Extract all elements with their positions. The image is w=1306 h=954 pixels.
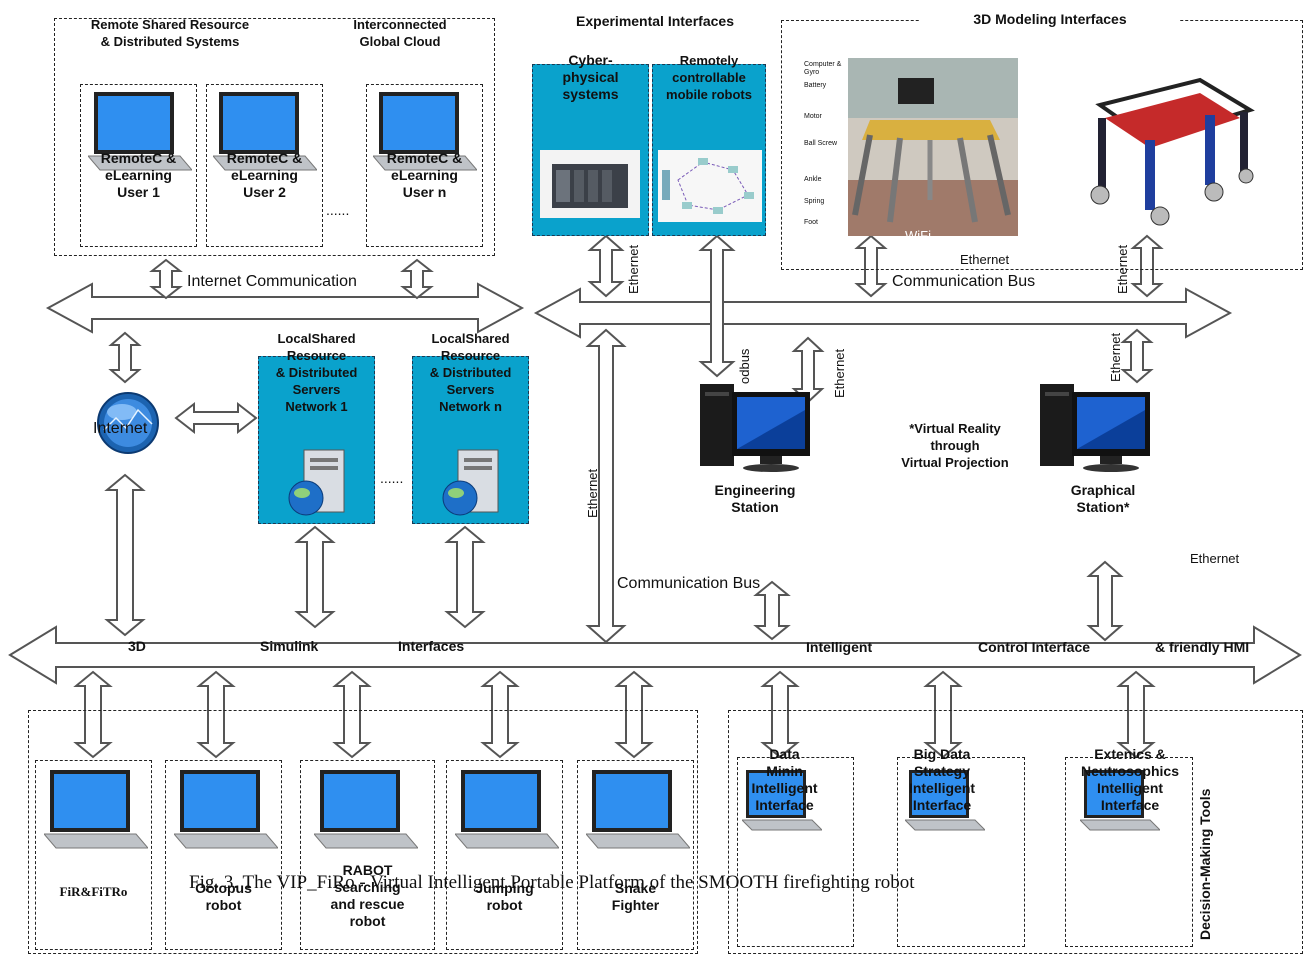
- tool-label-extenics: Extenics & Neutrosophics Intelligent Int…: [1080, 746, 1179, 813]
- server-icon: [440, 448, 506, 523]
- communication-bus-top-label: Communication Bus: [892, 273, 1036, 290]
- servers-ellipsis: ......: [380, 470, 404, 486]
- laptop-icon: [584, 768, 692, 859]
- robot-label-firfitro: FiR&FiTRo: [59, 884, 128, 899]
- internet-communication-bus: [45, 282, 525, 334]
- remote-user-n-label: RemoteC & eLearning User n: [386, 150, 463, 200]
- ethernet-label: Ethernet: [626, 244, 641, 294]
- hexapod-robot-photo: [848, 58, 1018, 236]
- remote-shared-resource-title: Remote Shared Resource & Distributed Sys…: [90, 17, 250, 49]
- wifi-label: WiFi: [905, 228, 931, 243]
- ethernet-label: Ethernet: [585, 468, 600, 518]
- tool-box: [1065, 757, 1193, 947]
- remote-user-2-label: RemoteC & eLearning User 2: [226, 150, 303, 200]
- robot-part-label: Spring: [804, 198, 825, 205]
- 3d-modeling-box: [781, 20, 1303, 270]
- tool-box: [897, 757, 1025, 947]
- tool-label-big-data: Big Data Strategy Intelligent Interface: [908, 746, 976, 813]
- 3d-modeling-title: 3D Modeling Interfaces: [920, 11, 1180, 28]
- robot-part-label: Motor: [804, 113, 822, 120]
- tool-box: [737, 757, 854, 947]
- engineering-computer-icon: [700, 384, 810, 472]
- laptop-icon: [453, 768, 561, 859]
- remote-user-2-box: [206, 84, 323, 247]
- laptop-icon: [42, 768, 150, 859]
- hmi-bus: [8, 625, 1302, 685]
- robot-label-snake: Snake Fighter: [611, 880, 660, 913]
- internet-label: Internet: [93, 420, 148, 437]
- ethernet-label: Ethernet: [960, 252, 1010, 267]
- ethernet-label: Ethernet: [1115, 244, 1130, 294]
- robot-label-jumping: Jumping robot: [475, 880, 534, 913]
- server-icon: [286, 448, 352, 523]
- robot-label-rabot: RABOT searching and rescue robot: [330, 862, 405, 929]
- vertical-arrows: [73, 234, 1164, 759]
- communication-bus-top: [533, 287, 1233, 339]
- robot-part-label: Battery: [804, 82, 827, 89]
- hmi-bus-label: Intelligent: [806, 639, 873, 655]
- communication-bus-mid-label: Communication Bus: [617, 575, 761, 592]
- cad-robot-model: [1090, 77, 1255, 226]
- figure-caption: Fig. 3. The VIP_FiRo - Virtual Intellige…: [189, 872, 915, 893]
- robot-part-label: Ball Screw: [804, 140, 838, 147]
- internet-communication-label: Internet Communication: [187, 273, 357, 290]
- remote-user-n-box: [366, 84, 483, 247]
- remote-users-ellipsis: ......: [326, 202, 350, 218]
- plc-image: [540, 150, 640, 218]
- remote-user-1-label: RemoteC & eLearning User 1: [100, 150, 177, 200]
- robot-part-label: Ankle: [804, 176, 822, 183]
- graphical-station-label: Graphical Station*: [1070, 482, 1136, 515]
- mobile-robots-label: Remotely controllable mobile robots: [666, 53, 752, 102]
- robot-part-label: Computer & Gyro: [804, 61, 842, 76]
- local-server-n-label: LocalShared Resource & Distributed Serve…: [429, 331, 512, 414]
- cyber-physical-label: Cyber- physical systems: [562, 52, 619, 102]
- laptop-icon: [211, 90, 319, 191]
- local-server-n-box: [412, 356, 529, 524]
- hmi-bus-label: Control Interface: [978, 639, 1091, 655]
- hmi-bus-label: Simulink: [260, 638, 319, 654]
- hmi-bus-label: & friendly HMI: [1155, 639, 1250, 655]
- laptop-icon: [312, 768, 420, 859]
- laptop-icon: [172, 768, 280, 859]
- decision-tools-title: Decision-Making Tools: [1197, 788, 1213, 940]
- internet-server-arrow: [174, 401, 258, 435]
- experimental-interfaces-title: Experimental Interfaces: [576, 13, 734, 29]
- internet-globe-icon: [97, 392, 159, 454]
- laptop-icon: [371, 90, 479, 191]
- interconnected-cloud-title: Interconnected Global Cloud: [353, 17, 447, 49]
- graphical-computer-icon: [1040, 384, 1150, 472]
- local-server-1-label: LocalShared Resource & Distributed Serve…: [275, 331, 358, 414]
- tool-label-data-mining: Data Minin Intelligent Interface: [751, 746, 818, 813]
- engineering-station-label: Engineering Station: [714, 482, 796, 515]
- laptop-icon: [86, 90, 194, 191]
- remote-shared-resource-box: [54, 18, 495, 256]
- robot-network-image: [658, 150, 762, 222]
- laptop-icon: [903, 768, 987, 843]
- hmi-bus-label: Interfaces: [398, 638, 465, 654]
- remote-user-1-box: [80, 84, 197, 247]
- ethernet-label: Ethernet: [1190, 551, 1240, 566]
- robot-label-octopus: Octopus robot: [195, 880, 252, 913]
- laptop-icon: [1078, 768, 1162, 843]
- ethernet-label: Ethernet: [832, 348, 847, 398]
- modbus-label: odbus: [737, 348, 752, 384]
- hmi-bus-label: 3D: [128, 638, 146, 654]
- ethernet-label: Ethernet: [1108, 332, 1123, 382]
- robot-part-label: Foot: [804, 219, 819, 226]
- virtual-reality-label: *Virtual Reality through Virtual Project…: [901, 421, 1009, 470]
